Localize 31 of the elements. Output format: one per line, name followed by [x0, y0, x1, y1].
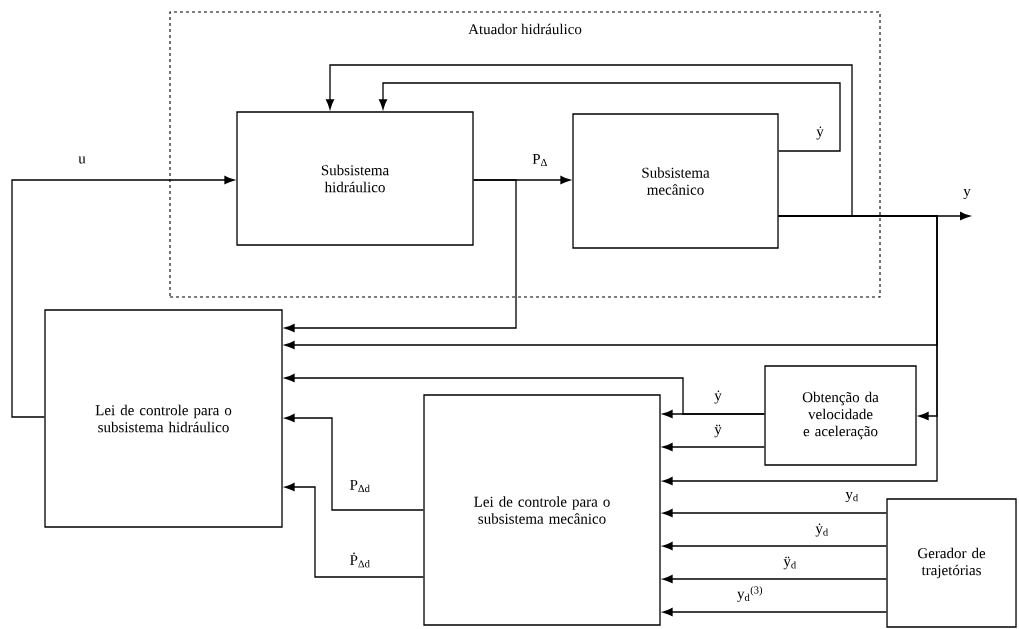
arrow	[11, 176, 235, 418]
block-box: Obtenção da velocidade e aceleração	[764, 365, 917, 466]
edge-label: y$_{d}$	[845, 491, 858, 503]
arrow	[662, 608, 887, 617]
arrow	[379, 82, 841, 152]
arrow	[284, 414, 424, 511]
arrow	[662, 443, 765, 451]
arrow	[284, 483, 424, 578]
edge-label: u	[78, 156, 86, 164]
edge-label: y$_{d}$(3)	[737, 586, 763, 602]
arrow	[662, 575, 887, 584]
block-box: Subsistema hidráulico	[236, 111, 474, 246]
block-box: Gerador de trajetórias	[886, 498, 1017, 628]
arrow	[662, 215, 938, 486]
edge-label: P$_{Δ}$	[532, 154, 547, 166]
edge-label: y	[963, 188, 971, 200]
arrow	[284, 179, 517, 332]
edge-label: ẏ$_{d}$	[815, 523, 828, 537]
block-box: Lei de controle para o subsistema hidráulico	[44, 309, 283, 528]
edge-label: ÿ	[714, 424, 722, 438]
arrow	[662, 542, 887, 551]
edge-label: ẏ	[816, 126, 824, 140]
block-box: Lei de controle para o subsistema mecânico	[423, 394, 661, 626]
edge-label: ẏ	[714, 390, 722, 404]
arrow	[284, 374, 765, 415]
edge-label: ÿ$_{d}$	[783, 556, 796, 570]
edge-label: P$_{Δd}$	[350, 479, 370, 493]
arrow	[662, 509, 887, 517]
block-box: Subsistema mecânico	[572, 113, 779, 249]
arrow	[326, 64, 853, 217]
edge-label: Ṗ$_{Δd}$	[350, 552, 370, 568]
